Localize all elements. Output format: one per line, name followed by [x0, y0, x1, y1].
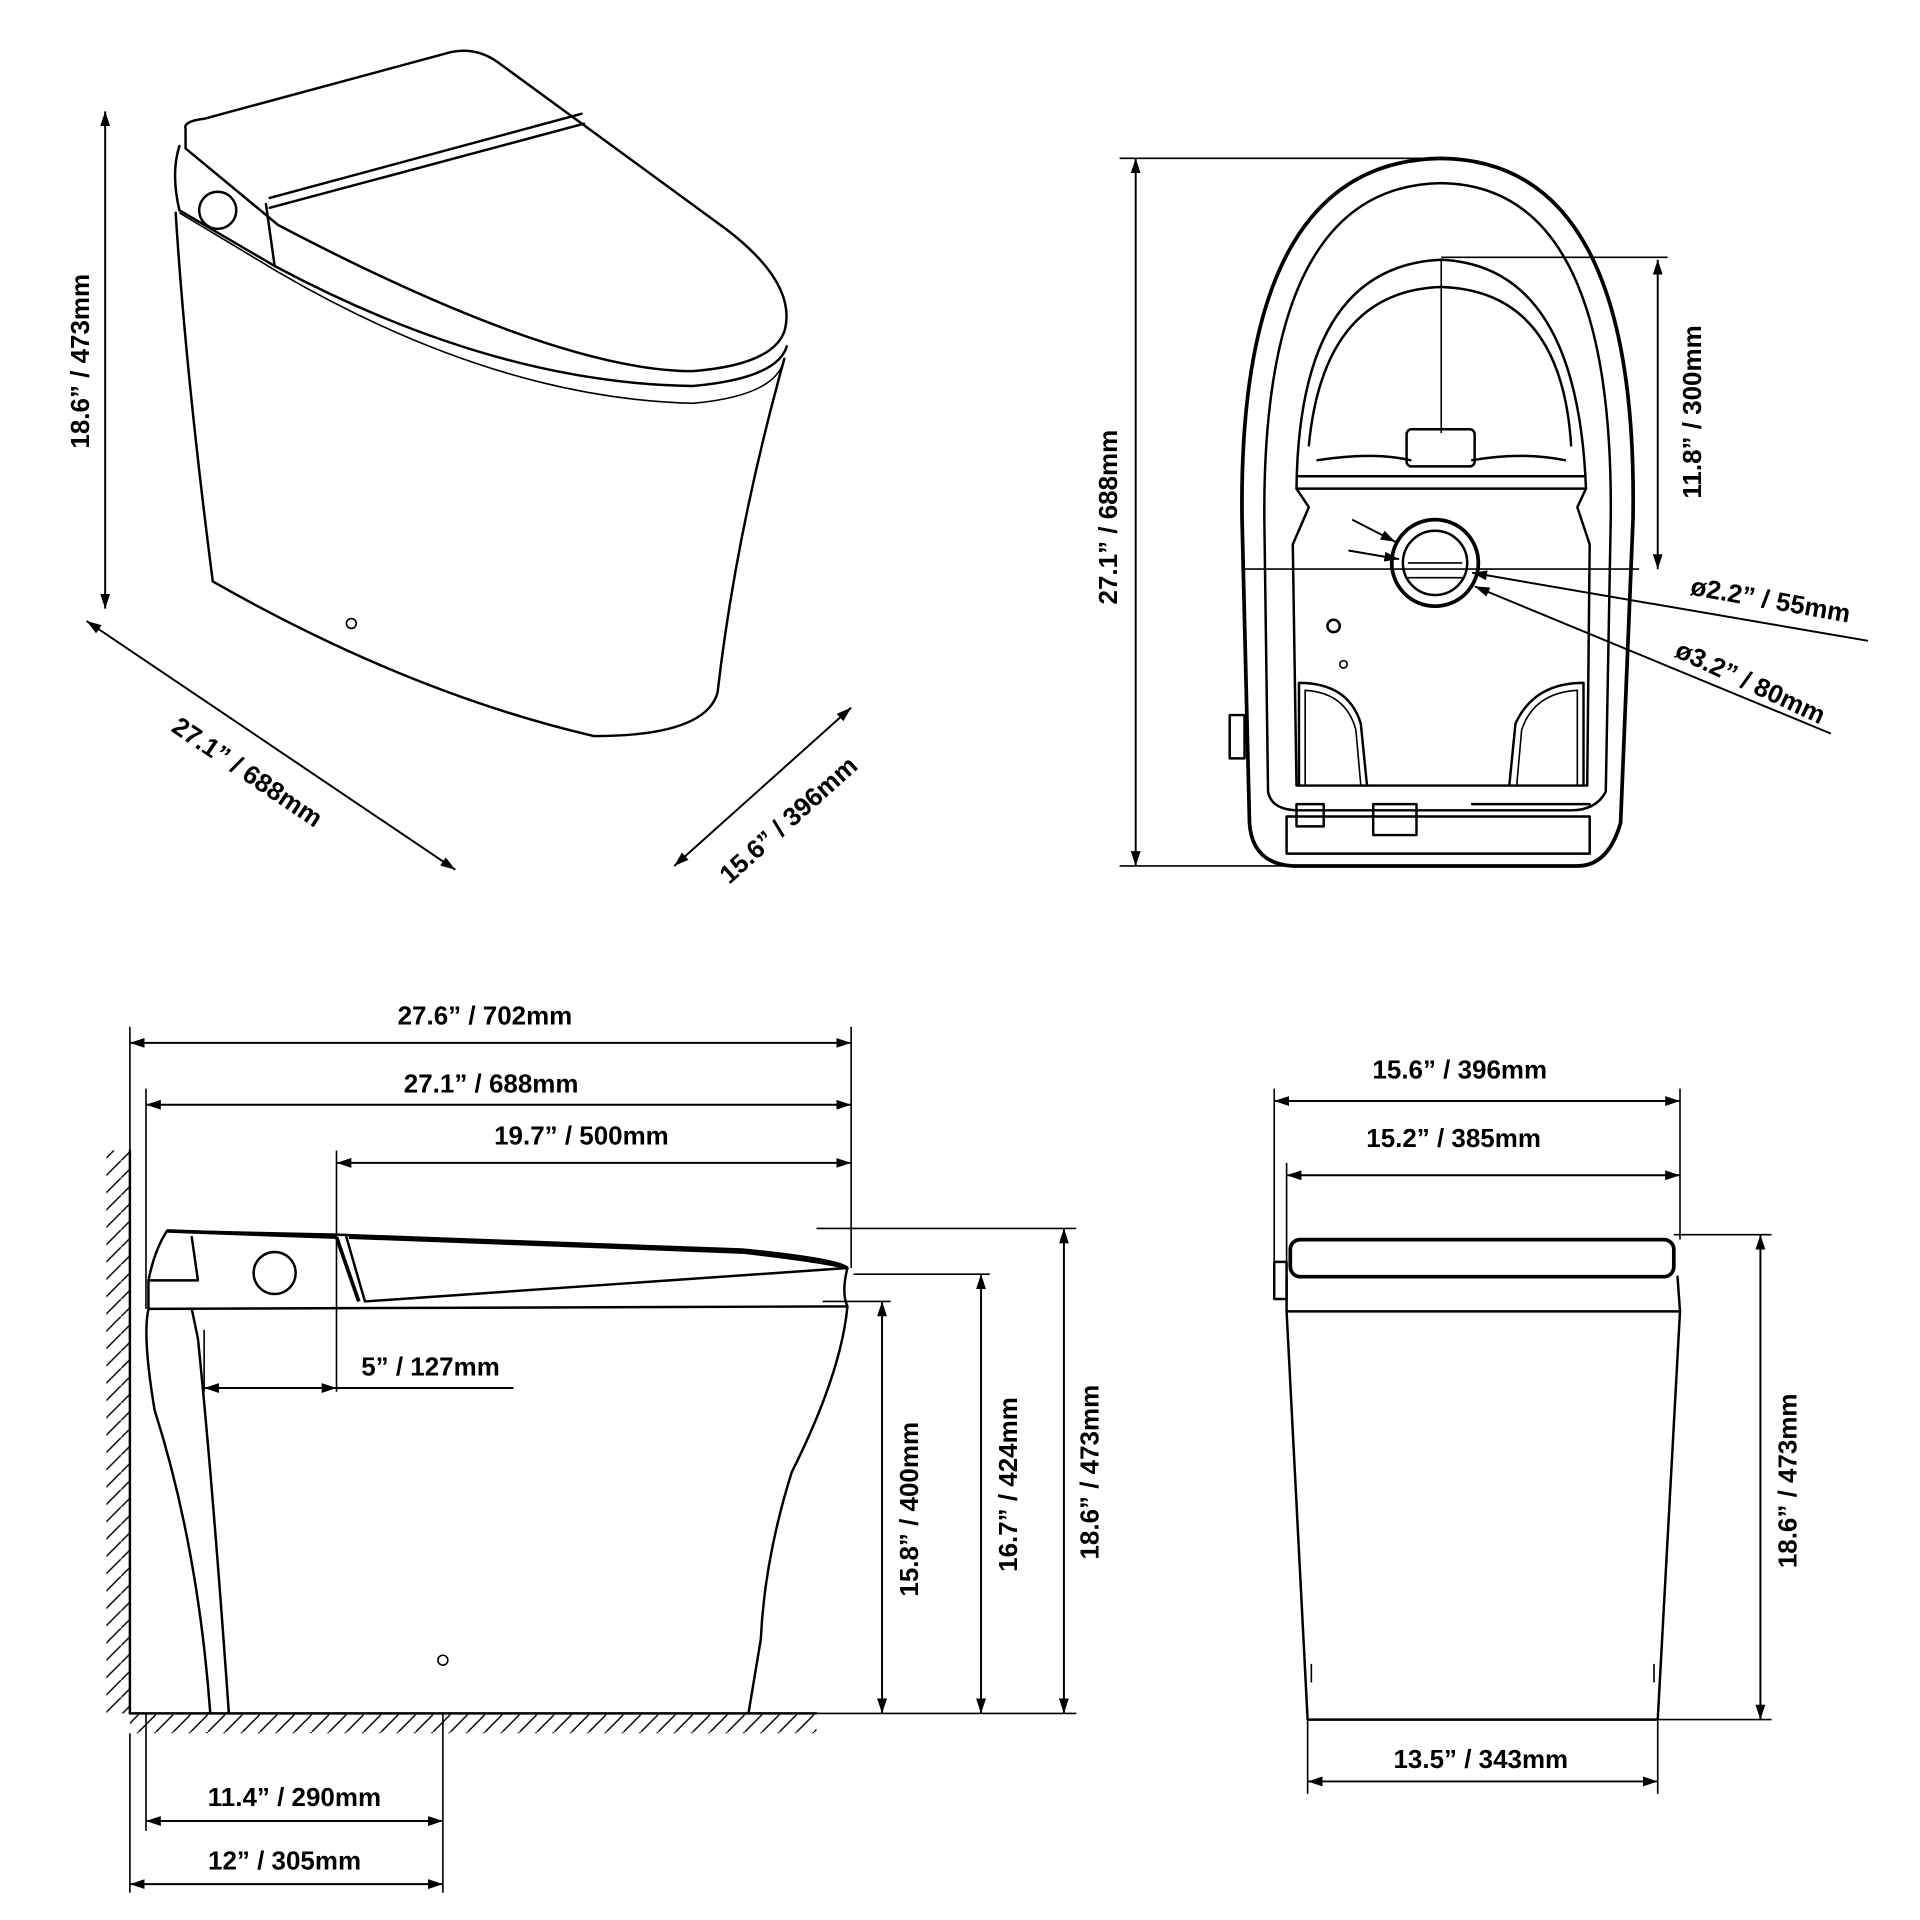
rough-in-max-label: 12” / 305mm	[208, 1845, 361, 1875]
rear-height-label: 18.6” / 473mm	[1772, 1393, 1802, 1568]
rear-base-width-label: 13.5” / 343mm	[1393, 1744, 1568, 1774]
seat-length-label: 19.7” / 500mm	[494, 1120, 669, 1150]
side-body	[145, 1305, 849, 1715]
inner-diameter-label: ø2.2” / 55mm	[1688, 571, 1852, 629]
side-view: 27.6” / 702mm 27.1” / 688mm 19.7” / 500m…	[106, 1000, 1105, 1893]
seat-height-label: 16.7” / 424mm	[993, 1397, 1023, 1572]
outlet-outer	[1389, 517, 1481, 609]
isometric-view: 18.6” / 473mm 27.1” / 688mm 15.6” / 396m…	[65, 49, 863, 889]
tank-offset-label: 5” / 127mm	[361, 1352, 500, 1382]
lid-outline	[184, 49, 788, 373]
rough-in-min-label: 11.4” / 290mm	[208, 1782, 381, 1812]
overall-height-label: 18.6” / 473mm	[1075, 1385, 1105, 1560]
iso-height-label: 18.6” / 473mm	[65, 274, 95, 449]
overall-length-label: 27.6” / 702mm	[398, 1000, 573, 1030]
rear-overall-width-label: 15.6” / 396mm	[1372, 1055, 1547, 1085]
floor-hatch	[129, 1713, 817, 1734]
body-outline	[174, 211, 786, 738]
rear-body	[1285, 1310, 1682, 1721]
rear-view: 15.6” / 396mm 15.2” / 385mm 13.5” / 343m…	[1272, 1055, 1802, 1794]
rear-lid	[1288, 1237, 1676, 1279]
rear-lid-width-label: 15.2” / 385mm	[1366, 1123, 1541, 1153]
outlet-inner	[1401, 529, 1469, 597]
top-view: 27.1” / 688mm 11.8” / 300mm ø2.2” / 55mm…	[1093, 156, 1869, 868]
control-knob	[197, 190, 238, 231]
body-length-label: 27.1” / 688mm	[404, 1068, 579, 1098]
outer-diameter-label: ø3.2” / 80mm	[1671, 634, 1830, 730]
wall-hatch	[106, 1150, 130, 1714]
top-length-label: 27.1” / 688mm	[1093, 430, 1123, 605]
iso-width-label: 15.6” / 396mm	[713, 750, 863, 889]
bowl-outline	[1240, 156, 1635, 868]
outlet-offset-label: 11.8” / 300mm	[1677, 325, 1707, 498]
rim-height-label: 15.8” / 400mm	[894, 1422, 924, 1597]
side-control-knob	[252, 1250, 297, 1296]
